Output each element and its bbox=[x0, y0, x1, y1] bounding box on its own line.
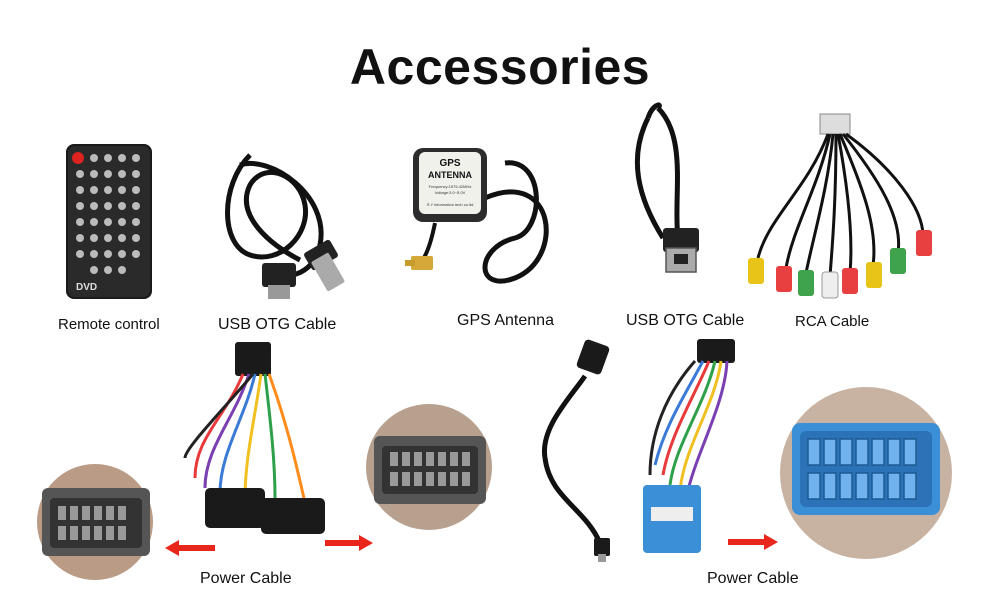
remote-brand-text: DVD bbox=[76, 282, 97, 293]
usb-adapter-cable-image bbox=[530, 338, 630, 568]
caption-rca-cable: RCA Cable bbox=[795, 313, 870, 330]
remote-control-image: DVD bbox=[58, 140, 168, 305]
gps-label-line2: ANTENNA bbox=[428, 170, 472, 180]
arrow-right-icon-1 bbox=[325, 535, 373, 551]
connector-closeup-right-image bbox=[778, 385, 954, 561]
caption-usb-otg-cable-1: USB OTG Cable bbox=[218, 316, 337, 333]
connector-closeup-center-image bbox=[364, 402, 494, 532]
caption-gps-antenna: GPS Antenna bbox=[457, 312, 554, 329]
caption-usb-otg-cable-2: USB OTG Cable bbox=[626, 312, 745, 329]
caption-power-cable-2: Power Cable bbox=[707, 570, 799, 587]
caption-remote-control: Remote control bbox=[58, 316, 160, 333]
arrow-left-icon bbox=[165, 540, 215, 556]
gps-label-line4: Voltage:3.0~5.0V bbox=[435, 190, 466, 195]
usb-otg-cable-image-1 bbox=[210, 145, 350, 315]
rca-cable-image bbox=[738, 108, 948, 308]
gps-label-line3: Frequency:1575.42MHz bbox=[429, 184, 472, 189]
power-cable-harness-image-1 bbox=[165, 338, 335, 538]
arrow-right-icon-2 bbox=[728, 534, 778, 550]
connector-closeup-left-image bbox=[30, 462, 160, 582]
power-cable-harness-image-2 bbox=[625, 335, 745, 565]
usb-otg-cable-image-2 bbox=[618, 98, 718, 298]
page-title: Accessories bbox=[349, 39, 651, 95]
gps-label-line5: S.Y information tech co.ltd bbox=[427, 202, 474, 207]
gps-label-line1: GPS bbox=[439, 158, 460, 169]
caption-power-cable-1: Power Cable bbox=[200, 570, 292, 587]
gps-antenna-image: GPS ANTENNA Frequency:1575.42MHz Voltage… bbox=[405, 138, 565, 308]
